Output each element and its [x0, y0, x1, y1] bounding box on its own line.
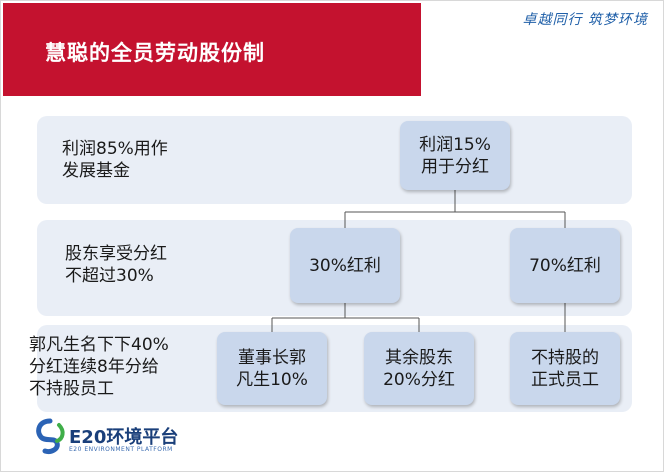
e20-logo: E20环境平台 E20 ENVIRONMENT PLATFORM [33, 417, 203, 459]
page-title: 慧聪的全员劳动股份制 [45, 41, 265, 65]
node-profit-15: 利润15% 用于分红 [400, 121, 510, 190]
node-other-shareholders: 其余股东 20%分红 [364, 332, 474, 405]
node-non-holding-staff: 不持股的 正式员工 [510, 332, 620, 405]
logo-subtitle: E20 ENVIRONMENT PLATFORM [69, 446, 173, 453]
row-label-shareholder-dividend: 股东享受分红 不超过30% [65, 244, 167, 286]
node-chairman: 董事长郭 凡生10% [217, 332, 327, 405]
logo-name: E20环境平台 [69, 427, 179, 448]
node-dividend-70: 70%红利 [510, 228, 620, 303]
row-label-development-fund: 利润85%用作 发展基金 [62, 139, 168, 181]
row-label-guo-dividend: 郭凡生名下下40% 分红连续8年分给 不持股员工 [29, 335, 169, 399]
node-dividend-30: 30%红利 [290, 228, 400, 303]
e20-logo-icon [36, 418, 65, 454]
slogan: 卓越同行 筑梦环境 [522, 12, 648, 28]
title-banner: 慧聪的全员劳动股份制 [3, 3, 421, 96]
row-band-1 [37, 116, 632, 204]
